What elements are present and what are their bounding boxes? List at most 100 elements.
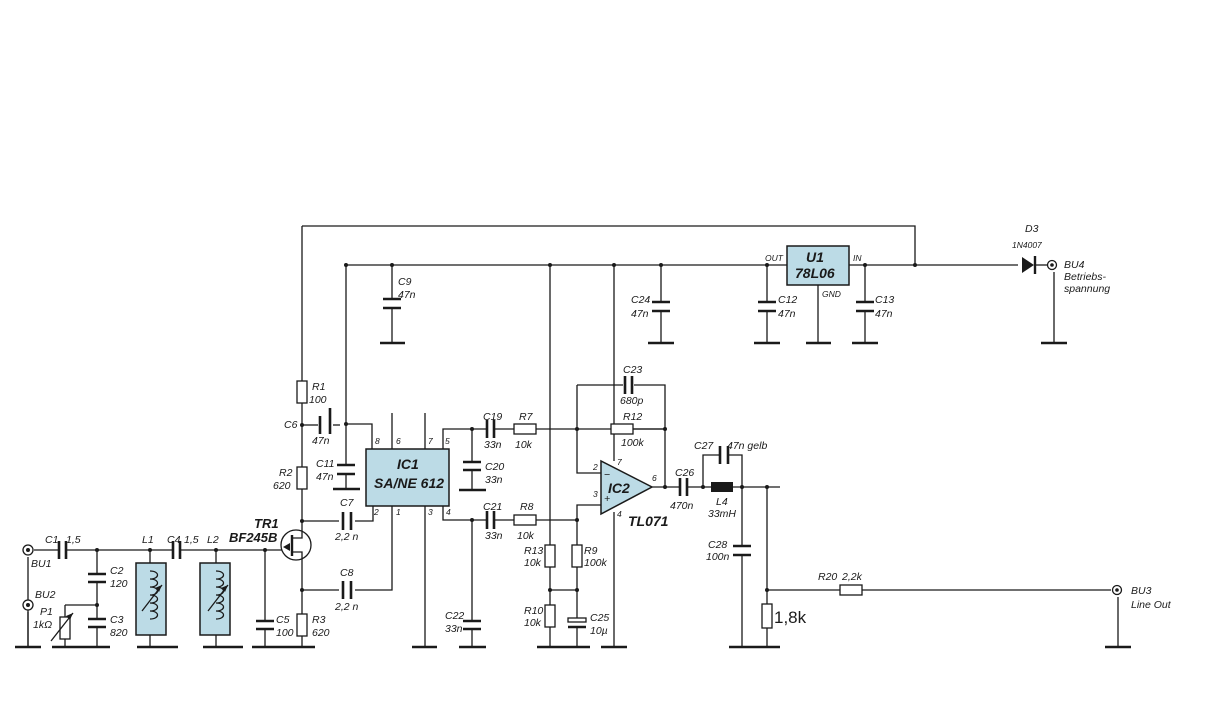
svg-text:C9: C9 [398, 276, 412, 288]
connector-bu4: BU4 Betriebs- spannung [1046, 259, 1110, 295]
svg-text:C28: C28 [708, 539, 727, 551]
svg-text:D3: D3 [1025, 223, 1039, 235]
svg-text:+: + [604, 493, 610, 505]
capacitor-c8: C8 2,2 n [334, 567, 359, 613]
svg-text:47n: 47n [312, 435, 330, 447]
svg-text:2,2k: 2,2k [841, 571, 863, 583]
connector-bu1: BU1 [22, 544, 51, 570]
resistor-r8: R8 10k [513, 501, 537, 542]
capacitor-c26: C26 470n [670, 467, 694, 512]
svg-text:C13: C13 [875, 294, 894, 306]
capacitor-c20: C20 33n [463, 460, 504, 486]
svg-text:2,2 n: 2,2 n [334, 531, 359, 543]
svg-text:BU2: BU2 [35, 589, 56, 601]
resistor-r12: R12 100k [610, 411, 645, 449]
svg-text:10k: 10k [515, 439, 533, 451]
capacitor-c1: C1 1,5 [45, 534, 81, 559]
svg-text:IN: IN [853, 253, 862, 263]
svg-text:C1: C1 [45, 534, 58, 546]
svg-text:R8: R8 [520, 501, 534, 513]
svg-text:100: 100 [276, 627, 294, 639]
svg-text:47n: 47n [875, 308, 893, 320]
svg-text:33n: 33n [484, 439, 502, 451]
capacitor-c23: C23 680p [620, 364, 644, 407]
resistor-output-load: 1,8k [761, 603, 807, 629]
resistor-r2: R2 620 [273, 466, 308, 492]
capacitor-c9: C9 47n [383, 276, 416, 310]
capacitor-c4: C4 1,5 [167, 534, 199, 559]
svg-text:4: 4 [446, 507, 451, 517]
svg-text:R2: R2 [279, 467, 293, 479]
svg-text:120: 120 [110, 578, 128, 590]
resistor-r13: R13 10k [524, 544, 556, 569]
svg-text:1,5: 1,5 [184, 534, 199, 546]
resistor-r1: R1 100 [296, 380, 327, 406]
svg-text:C2: C2 [110, 565, 124, 577]
svg-text:C20: C20 [485, 461, 504, 473]
svg-text:IC1: IC1 [397, 456, 419, 472]
svg-text:6: 6 [396, 436, 401, 446]
svg-text:R10: R10 [524, 605, 543, 617]
svg-text:C5: C5 [276, 614, 290, 626]
svg-text:33n: 33n [485, 474, 503, 486]
svg-text:78L06: 78L06 [795, 265, 835, 281]
svg-text:7: 7 [428, 436, 433, 446]
svg-text:47n: 47n [778, 308, 796, 320]
resistor-r10: R10 10k [524, 604, 556, 629]
svg-text:2: 2 [592, 462, 598, 472]
svg-text:Line Out: Line Out [1131, 599, 1172, 611]
coil-l2: L2 [199, 534, 231, 636]
svg-text:2: 2 [373, 507, 379, 517]
svg-text:P1: P1 [40, 606, 53, 618]
svg-text:6: 6 [652, 473, 657, 483]
svg-text:BF245B: BF245B [229, 530, 277, 545]
svg-text:5: 5 [445, 436, 450, 446]
svg-text:C26: C26 [675, 467, 694, 479]
opamp-ic2: IC2 − + 2 3 7 4 6 TL071 [592, 457, 669, 529]
svg-text:4: 4 [617, 509, 622, 519]
svg-text:C22: C22 [445, 610, 464, 622]
svg-text:C24: C24 [631, 294, 650, 306]
svg-text:C21: C21 [483, 501, 502, 513]
resistor-r7: R7 10k [513, 411, 537, 451]
capacitor-c28: C28 100n [706, 539, 751, 563]
svg-text:C4: C4 [167, 534, 181, 546]
svg-text:TR1: TR1 [254, 516, 279, 531]
svg-text:2,2 n: 2,2 n [334, 601, 359, 613]
potentiometer-p1: P1 1kΩ [33, 606, 74, 642]
resistor-r3: R3 620 [296, 613, 330, 639]
svg-text:10k: 10k [517, 530, 535, 542]
svg-text:470n: 470n [670, 500, 694, 512]
coil-l1: L1 [135, 534, 167, 636]
svg-text:10k: 10k [524, 617, 542, 629]
svg-text:8: 8 [375, 436, 380, 446]
svg-text:SA/NE 612: SA/NE 612 [374, 475, 444, 491]
svg-text:620: 620 [273, 480, 291, 492]
svg-text:C27: C27 [694, 440, 714, 452]
capacitor-c5: C5 100 [256, 614, 294, 639]
capacitor-c7: C7 2,2 n [334, 497, 359, 543]
svg-text:33n: 33n [485, 530, 503, 542]
connector-bu2: BU2 [22, 589, 56, 611]
wiring [27, 225, 1119, 647]
svg-text:33n: 33n [445, 623, 463, 635]
svg-text:10k: 10k [524, 557, 542, 569]
svg-text:R13: R13 [524, 545, 543, 557]
svg-text:C11: C11 [316, 458, 334, 470]
svg-text:47n: 47n [631, 308, 649, 320]
svg-text:C25: C25 [590, 612, 609, 624]
svg-text:−: − [604, 469, 610, 481]
svg-text:R3: R3 [312, 614, 326, 626]
transistor-tr1: TR1 BF245B [229, 516, 312, 561]
svg-text:47n: 47n [398, 289, 416, 301]
capacitor-c6: C6 47n [284, 408, 332, 447]
diode-d3: D3 1N4007 [1012, 223, 1042, 274]
ground-symbols [15, 341, 1131, 649]
svg-text:C23: C23 [623, 364, 642, 376]
capacitor-c3: C3 820 [88, 614, 128, 639]
svg-text:GND: GND [822, 289, 841, 299]
svg-text:C6: C6 [284, 419, 298, 431]
svg-text:R9: R9 [584, 545, 598, 557]
resistor-r9: R9 100k [571, 544, 608, 569]
resistor-r20: R20 2,2k [818, 571, 863, 596]
